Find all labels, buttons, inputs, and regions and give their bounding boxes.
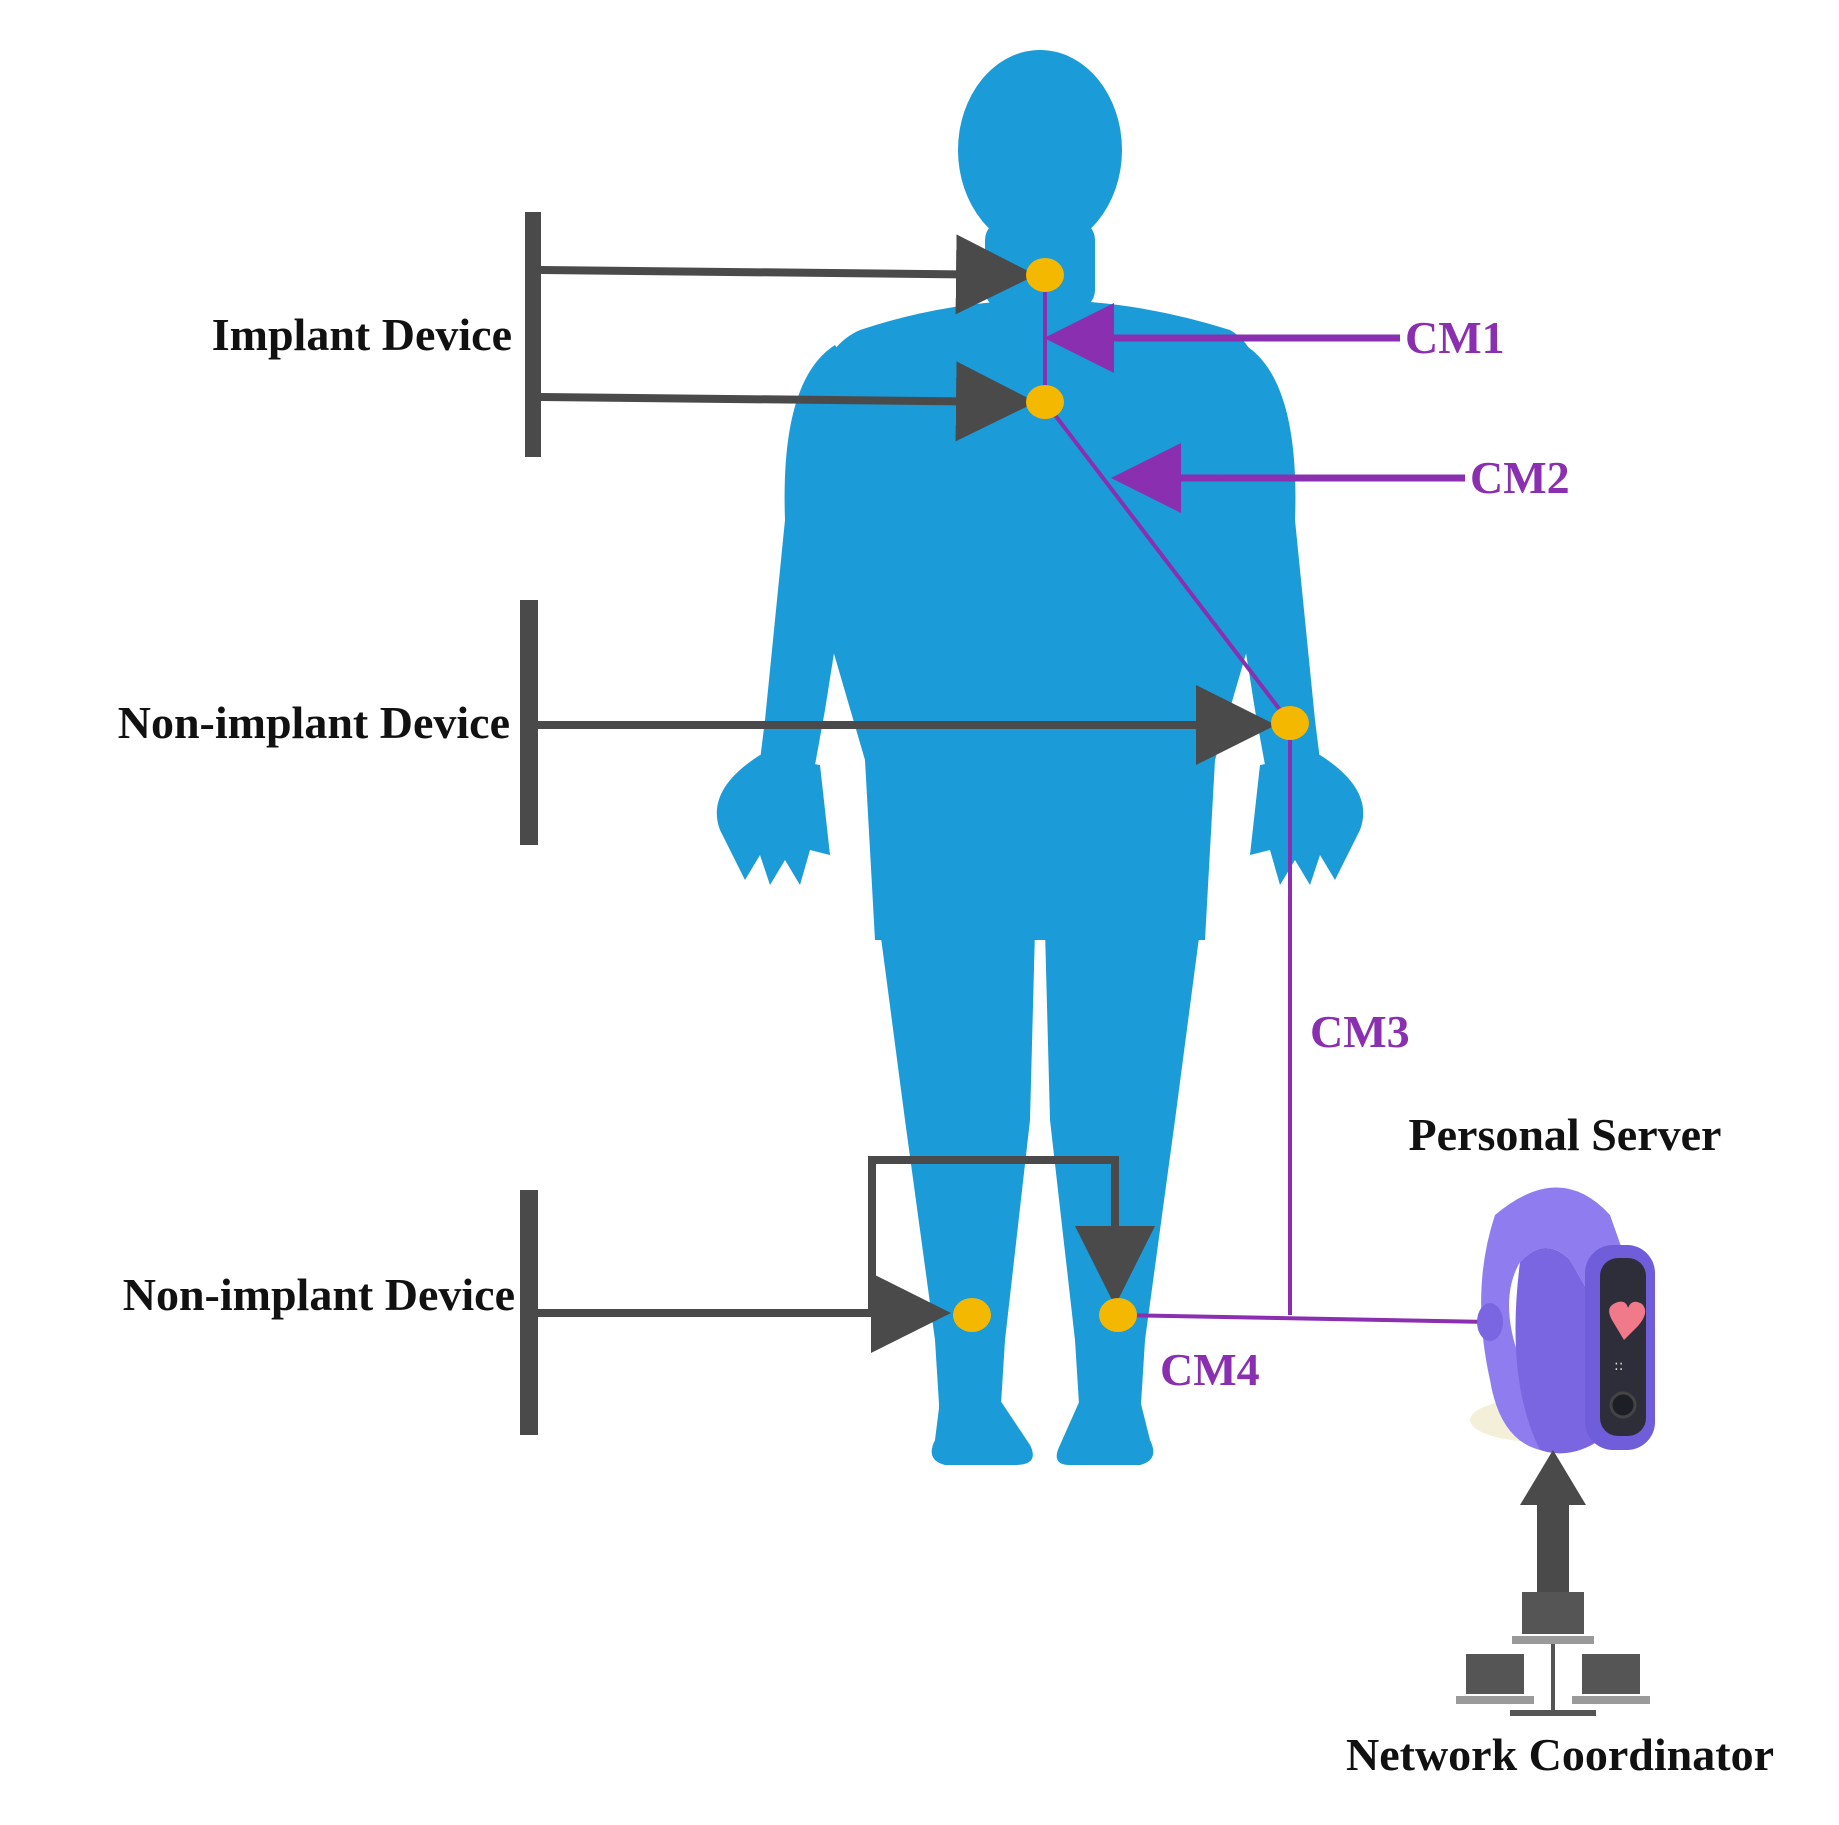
cm2-label: CM2 (1470, 452, 1570, 503)
link-chest-wrist (1043, 400, 1292, 725)
non-implant-device-arm-bar (520, 600, 538, 845)
smart-band-icon: :: (1470, 1187, 1655, 1454)
svg-text:::: :: (1614, 1358, 1623, 1374)
implant-device-label: Implant Device (212, 309, 512, 360)
non-implant-device-arm-label: Non-implant Device (118, 697, 510, 748)
communication-links (1043, 275, 1491, 1324)
personal-server-label: Personal Server (1409, 1109, 1722, 1160)
non-implant-device-leg-label: Non-implant Device (123, 1269, 515, 1320)
arrow-non-implant-leg-branch (868, 1156, 1155, 1313)
non-implant-device-leg-bar (520, 1190, 538, 1435)
sensor-nodes (953, 258, 1309, 1332)
cm1-label: CM1 (1405, 312, 1505, 363)
server-uplink-arrow (1520, 1450, 1586, 1595)
device-arrows (538, 234, 1276, 1353)
sensor-node-icon (1026, 385, 1064, 419)
arrow-implant-upper (540, 234, 1036, 315)
cm3-label: CM3 (1310, 1006, 1410, 1057)
arrow-implant-lower (540, 361, 1036, 442)
sensor-node-icon (1271, 706, 1309, 740)
cm-pointer-arrows (1044, 303, 1465, 513)
sensor-node-icon (1026, 258, 1064, 292)
network-computers-icon (1456, 1592, 1650, 1716)
cm4-label: CM4 (1160, 1344, 1260, 1395)
sensor-node-icon (1099, 1298, 1137, 1332)
network-coordinator-label: Network Coordinator (1346, 1729, 1774, 1780)
link-ankle-server (1114, 1313, 1491, 1324)
sensor-node-icon (953, 1298, 991, 1332)
implant-device-bar (525, 212, 541, 457)
